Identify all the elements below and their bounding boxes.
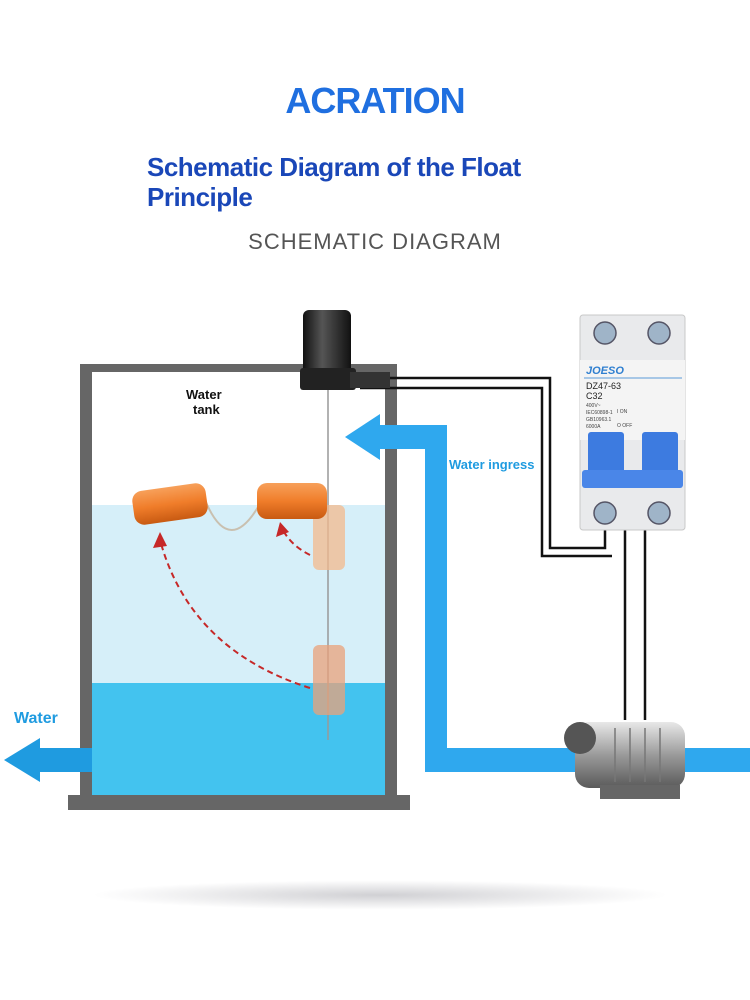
terminal-screw [647, 501, 671, 525]
svg-text:GB10963.1: GB10963.1 [586, 417, 612, 423]
terminal-screw [593, 321, 617, 345]
svg-text:IEC60898-1: IEC60898-1 [586, 410, 613, 416]
floor-shadow [90, 880, 670, 910]
water-inlet-pipe [345, 414, 750, 772]
brand-logo: ACRATION [285, 80, 465, 121]
water-pump [564, 722, 685, 799]
svg-text:6000A: 6000A [586, 424, 601, 430]
tank-label: Water tank [186, 387, 225, 417]
svg-text:C32: C32 [586, 391, 603, 401]
orange-float-left [132, 483, 208, 525]
water-outlet-arrow [4, 738, 92, 782]
float-cable [204, 499, 263, 531]
arrowhead-icon [153, 532, 167, 548]
page-subtitle: SCHEMATIC DIAGRAM [248, 229, 502, 254]
outlet-label: Water [14, 710, 58, 727]
svg-text:DZ47-63: DZ47-63 [586, 381, 621, 391]
svg-text:O OFF: O OFF [617, 423, 632, 429]
terminal-screw [593, 501, 617, 525]
float-upper-position [313, 505, 345, 570]
water-tank [68, 364, 410, 810]
svg-text:400V~: 400V~ [586, 403, 601, 409]
page-title: Schematic Diagram of the Float Principle [147, 152, 521, 212]
float-motion-arrows [159, 527, 311, 689]
circuit-breaker: JOESO DZ47-63 C32 400V~ IEC60898-1 GB109… [579, 314, 686, 531]
svg-text:I ON: I ON [617, 409, 628, 415]
svg-text:JOESO: JOESO [586, 365, 624, 377]
control-wires [360, 376, 647, 720]
inlet-label: Water ingress [449, 457, 535, 472]
arrowhead-icon [276, 522, 289, 537]
orange-float-right [257, 483, 327, 519]
float-lower-position [313, 645, 345, 715]
terminal-screw [647, 321, 671, 345]
float-switch-head [300, 310, 390, 390]
